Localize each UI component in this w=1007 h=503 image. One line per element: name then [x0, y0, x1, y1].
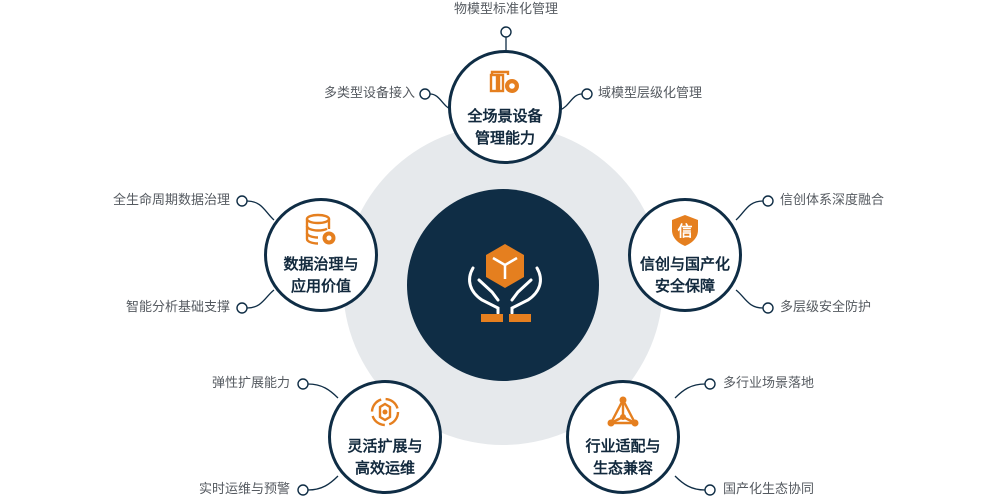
dot-bl-2 [297, 484, 309, 496]
feature-label: 智能分析基础支撑 [125, 300, 230, 315]
node-title-line1: 行业适配与 [585, 437, 661, 455]
feature-label: 域模型层级化管理 [598, 86, 703, 101]
dot-bl-1 [297, 378, 309, 390]
connector-left-2 [246, 289, 275, 309]
connector-top-3 [559, 93, 583, 111]
connector-dots [236, 26, 774, 496]
node-xinchuang-security: 信 信创与国产化 安全保障 [628, 198, 742, 312]
dot-br-1 [704, 378, 716, 390]
dot-top-2 [419, 88, 431, 100]
dot-top-3 [581, 88, 593, 100]
dot-right-1 [762, 195, 774, 207]
connector-right-2 [735, 289, 764, 309]
feature-label: 物模型标准化管理 [453, 2, 558, 17]
shield-xin-icon: 信 [672, 215, 698, 246]
feature-label: 实时运维与预警 [198, 482, 290, 497]
node-title-line1: 信创与国产化 [639, 255, 730, 273]
node-title-line2: 安全保障 [654, 277, 715, 295]
node-title-line1: 全场景设备 [467, 107, 543, 125]
hands-holding-cube-icon [468, 244, 542, 322]
connector-br-2 [674, 475, 706, 491]
feature-label: 多类型设备接入 [323, 86, 415, 101]
connector-bl-2 [307, 475, 339, 491]
database-gear-icon [305, 213, 336, 245]
feature-label: 多层级安全防护 [780, 300, 872, 315]
node-title-line2: 管理能力 [474, 129, 535, 147]
connector-bl-1 [307, 383, 339, 399]
node-device-management: 全场景设备 管理能力 [448, 50, 562, 164]
svg-text:信: 信 [677, 222, 692, 240]
node-title-line2: 生态兼容 [592, 459, 653, 477]
node-title-line2: 应用价值 [290, 277, 351, 295]
connector-right-1 [735, 200, 764, 221]
feature-label: 多行业场景落地 [723, 376, 815, 391]
dot-right-2 [762, 302, 774, 314]
device-gear-icon [489, 70, 519, 93]
node-flexible-ops: 灵活扩展与 高效运维 [328, 380, 442, 494]
node-industry-ecosystem: 行业适配与 生态兼容 [566, 380, 680, 494]
dot-left-2 [236, 302, 248, 314]
feature-label: 弹性扩展能力 [211, 376, 290, 391]
dot-left-1 [236, 195, 248, 207]
connector-left-1 [246, 200, 275, 221]
feature-label: 国产化生态协同 [723, 482, 815, 497]
node-title-line1: 灵活扩展与 [347, 437, 423, 455]
node-title-line1: 数据治理与 [283, 255, 359, 273]
connector-br-1 [674, 383, 706, 399]
node-data-governance: 数据治理与 应用价值 [264, 198, 378, 312]
network-triangle-icon [607, 396, 639, 427]
node-title-line2: 高效运维 [354, 459, 415, 477]
feature-label: 信创体系深度融合 [780, 193, 885, 208]
cycle-gear-icon [370, 397, 400, 427]
dot-br-2 [704, 484, 716, 496]
dot-top-1 [500, 26, 512, 38]
feature-label: 全生命周期数据治理 [112, 193, 230, 208]
